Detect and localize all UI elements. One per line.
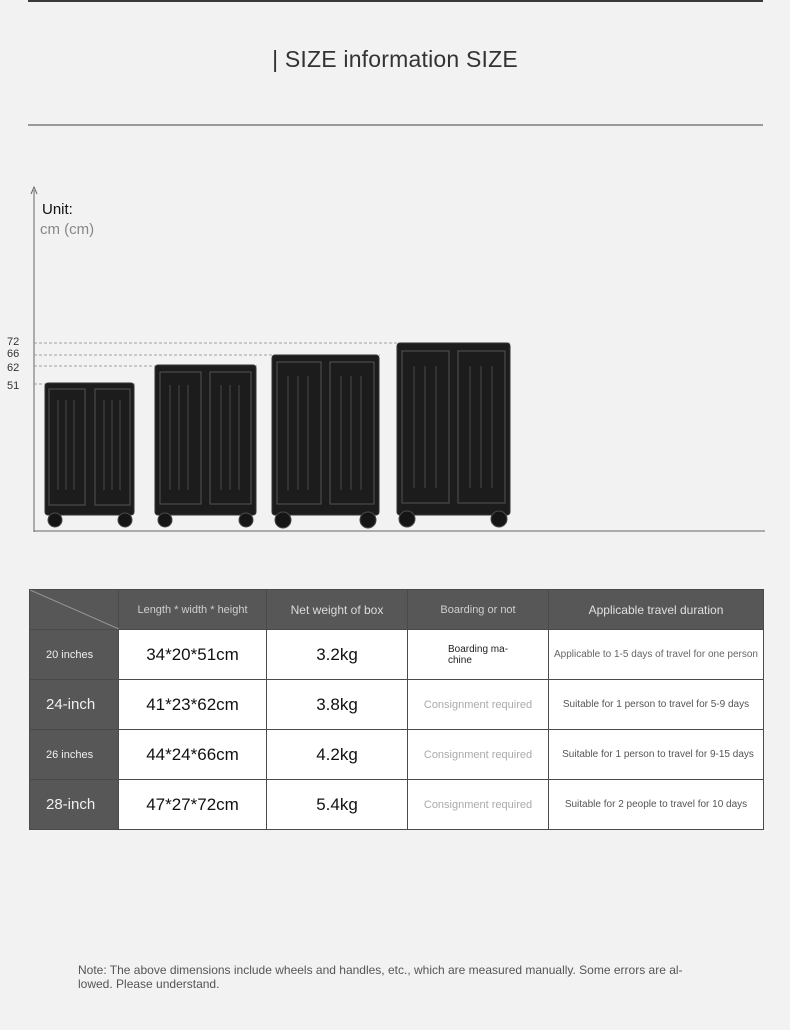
measurement-note: Note: The above dimensions include wheel…	[78, 963, 683, 991]
column-header-boarding: Boarding or not	[407, 589, 549, 630]
size-spec-table: Length * width * height Net weight of bo…	[29, 589, 764, 830]
duration-cell: Suitable for 1 person to travel for 9-15…	[548, 729, 764, 780]
unit-subtitle: cm (cm)	[40, 221, 95, 238]
title-divider	[28, 124, 763, 126]
height-tick-72: 72	[7, 336, 20, 348]
suitcase-lineup-graphic	[30, 185, 765, 532]
duration-cell: Applicable to 1-5 days of travel for one…	[548, 629, 764, 680]
dimensions-cell: 34*20*51cm	[118, 629, 267, 680]
dimensions-cell: 41*23*62cm	[118, 679, 267, 730]
boarding-cell: Boarding ma- chine	[407, 629, 549, 680]
page-title: | SIZE information SIZE	[272, 46, 518, 72]
suitcase-28-inch	[396, 342, 511, 528]
size-illustration: Unit: cm (cm) 72 66 62 51	[0, 180, 790, 550]
table-header-row: Length * width * height Net weight of bo…	[29, 589, 764, 630]
table-row: 26 inches 44*24*66cm 4.2kg Consignment r…	[29, 729, 764, 780]
row-size-label: 24-inch	[29, 679, 119, 730]
weight-cell: 3.8kg	[266, 679, 408, 730]
dimensions-cell: 44*24*66cm	[118, 729, 267, 780]
boarding-cell: Consignment required	[407, 779, 549, 830]
table-corner-cell	[29, 589, 119, 630]
column-header-weight: Net weight of box	[266, 589, 408, 630]
boarding-cell: Consignment required	[407, 679, 549, 730]
height-tick-51: 51	[7, 380, 20, 392]
suitcase-24-inch	[154, 364, 257, 528]
table-row: 28-inch 47*27*72cm 5.4kg Consignment req…	[29, 779, 764, 830]
suitcase-26-inch	[271, 354, 380, 529]
row-size-label: 26 inches	[29, 729, 119, 780]
column-header-duration: Applicable travel duration	[548, 589, 764, 630]
weight-cell: 4.2kg	[266, 729, 408, 780]
top-divider	[28, 0, 763, 2]
boarding-cell: Consignment required	[407, 729, 549, 780]
table-row: 24-inch 41*23*62cm 3.8kg Consignment req…	[29, 679, 764, 730]
height-tick-66: 66	[7, 348, 20, 360]
row-size-label: 28-inch	[29, 779, 119, 830]
column-header-dimensions: Length * width * height	[118, 589, 267, 630]
height-tick-62: 62	[7, 362, 20, 374]
dimensions-cell: 47*27*72cm	[118, 779, 267, 830]
table-row: 20 inches 34*20*51cm 3.2kg Boarding ma- …	[29, 629, 764, 680]
duration-cell: Suitable for 1 person to travel for 5-9 …	[548, 679, 764, 730]
row-size-label: 20 inches	[29, 629, 119, 680]
weight-cell: 3.2kg	[266, 629, 408, 680]
duration-cell: Suitable for 2 people to travel for 10 d…	[548, 779, 764, 830]
suitcase-20-inch	[44, 382, 135, 528]
unit-label: Unit:	[42, 201, 73, 218]
weight-cell: 5.4kg	[266, 779, 408, 830]
